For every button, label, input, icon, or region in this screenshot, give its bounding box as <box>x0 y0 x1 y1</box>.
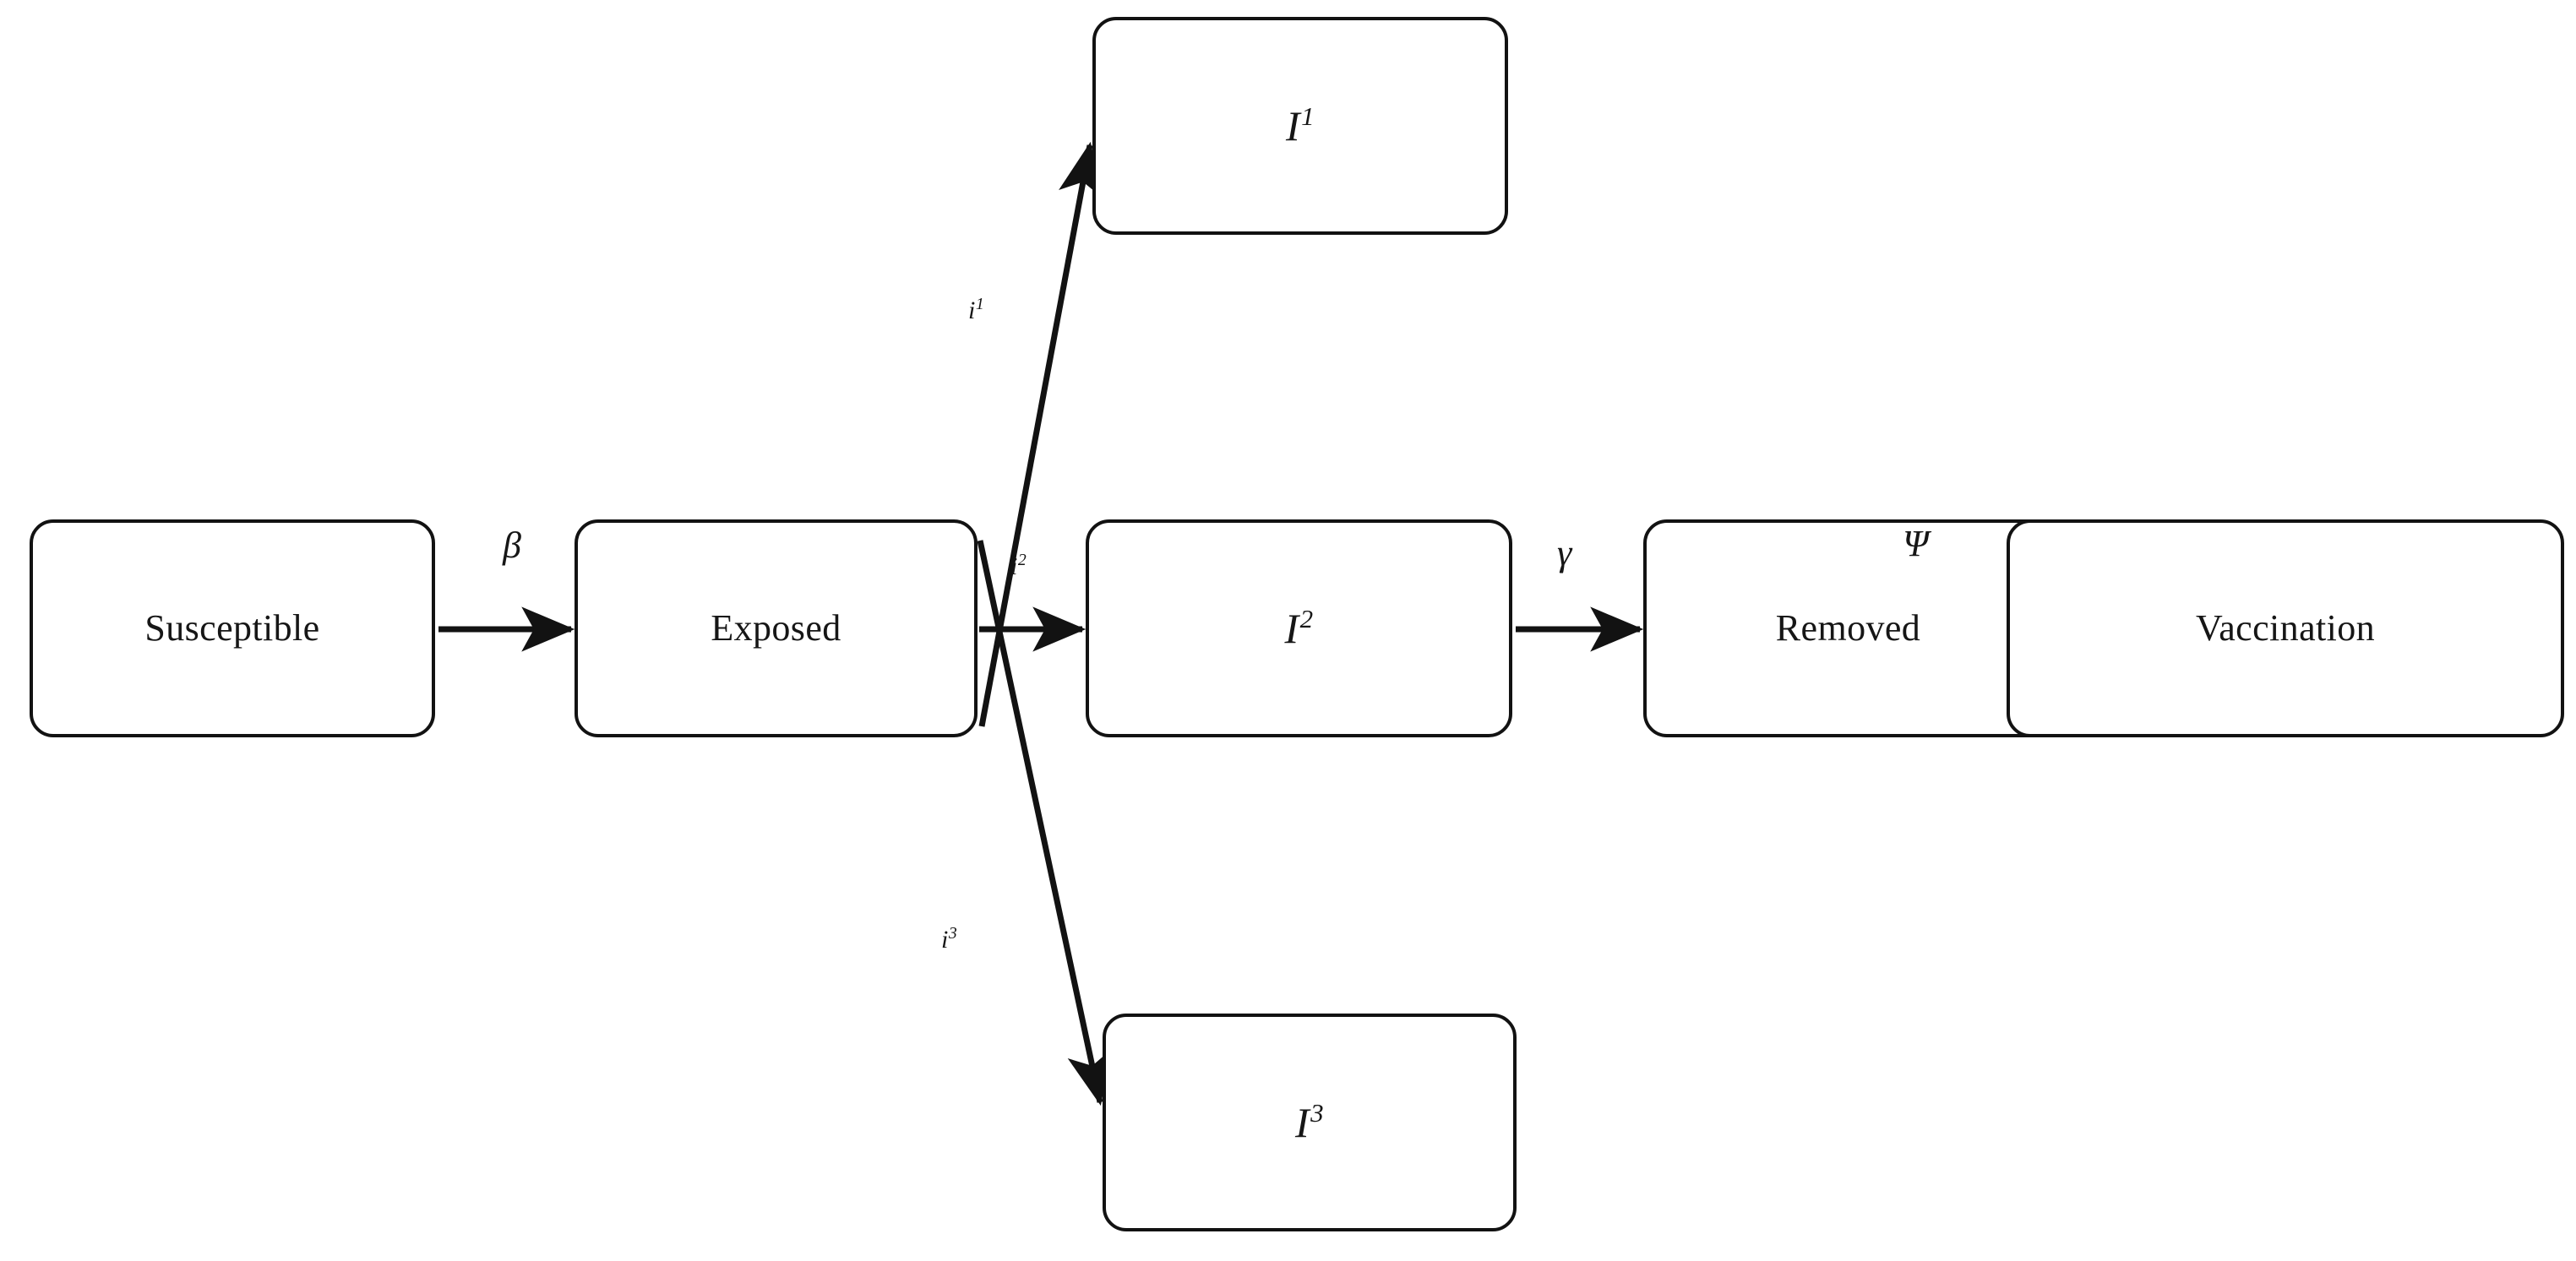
node-infectious-3-label: I3 <box>1295 1098 1324 1146</box>
edge-label-i3-base: i <box>941 926 949 954</box>
edge-label-i3-superscript: 3 <box>948 924 957 943</box>
edge-label-i-superscript-1: i1 <box>968 295 984 324</box>
node-vaccination[interactable]: Vaccination <box>2007 519 2564 737</box>
node-infectious-1-superscript: 1 <box>1301 101 1315 132</box>
node-infectious-3-superscript: 3 <box>1310 1098 1324 1128</box>
node-infectious-3[interactable]: I3 <box>1103 1014 1517 1231</box>
node-susceptible-label: Susceptible <box>144 607 320 649</box>
edge-label-i1-base: i <box>968 296 976 324</box>
edge-label-i1-superscript: 1 <box>975 295 984 313</box>
edge-label-i2-base: i <box>1010 552 1018 580</box>
node-infectious-2[interactable]: I2 <box>1086 519 1512 737</box>
node-infectious-2-superscript: 2 <box>1299 604 1314 634</box>
node-exposed-label: Exposed <box>711 607 841 649</box>
node-infectious-1-base: I <box>1286 102 1301 149</box>
edge-label-i-superscript-3: i3 <box>941 924 957 954</box>
edge-label-beta: β <box>503 525 521 566</box>
node-vaccination-label: Vaccination <box>2195 607 2376 649</box>
node-infectious-2-base: I <box>1284 605 1299 652</box>
node-exposed[interactable]: Exposed <box>575 519 978 737</box>
node-removed[interactable]: Removed <box>1643 519 2053 737</box>
edge-label-gamma: γ <box>1557 532 1572 573</box>
node-susceptible[interactable]: Susceptible <box>30 519 435 737</box>
node-removed-label: Removed <box>1775 607 1921 649</box>
edge-exposed-to-infectious-1 <box>978 141 1103 727</box>
edge-label-i2-superscript: 2 <box>1017 551 1027 569</box>
edge-label-i-superscript-2: i2 <box>1010 551 1027 580</box>
node-infectious-2-label: I2 <box>1284 604 1314 652</box>
edge-label-psi: Ψ <box>1903 523 1929 564</box>
node-infectious-1-label: I1 <box>1286 102 1315 149</box>
node-infectious-3-base: I <box>1295 1099 1310 1146</box>
edge-exposed-to-infectious-3 <box>977 540 1112 1106</box>
node-infectious-1[interactable]: I1 <box>1092 17 1508 235</box>
